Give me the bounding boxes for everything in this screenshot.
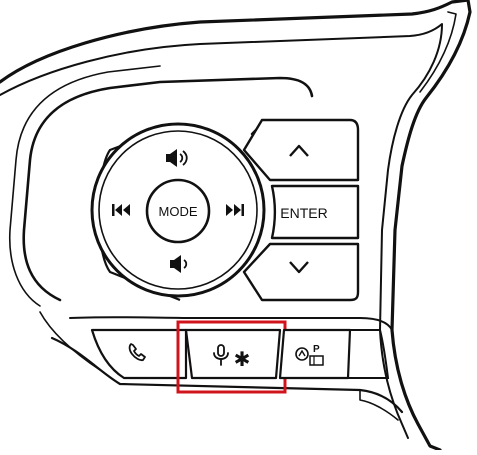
mode-label: MODE	[159, 204, 198, 219]
enter-label: ENTER	[280, 205, 327, 221]
previous-track-icon	[112, 204, 130, 216]
parking-camera-icon: P	[295, 344, 324, 366]
volume-down-icon	[170, 255, 188, 273]
parking-camera-button[interactable]: P	[278, 328, 352, 380]
chevron-down-icon	[289, 261, 309, 274]
parking-letter: P	[313, 344, 320, 355]
volume-up-icon	[166, 149, 188, 167]
voice-recognition-button[interactable]: ✱	[184, 328, 282, 380]
up-button[interactable]	[242, 118, 360, 182]
mode-button[interactable]: MODE	[145, 178, 211, 244]
volume-up-button[interactable]	[166, 149, 188, 167]
chevron-up-icon	[289, 144, 309, 157]
phone-icon	[128, 343, 146, 362]
phone-button[interactable]	[90, 328, 188, 380]
microphone-icon	[213, 344, 229, 366]
previous-track-button[interactable]	[112, 204, 130, 216]
bottom-row-right-segment	[348, 329, 390, 379]
enter-button[interactable]: ENTER	[270, 184, 360, 240]
next-track-icon	[226, 204, 244, 216]
star-icon: ✱	[234, 349, 251, 371]
down-button[interactable]	[242, 242, 360, 302]
next-track-button[interactable]	[226, 204, 244, 216]
volume-down-button[interactable]	[170, 255, 188, 273]
